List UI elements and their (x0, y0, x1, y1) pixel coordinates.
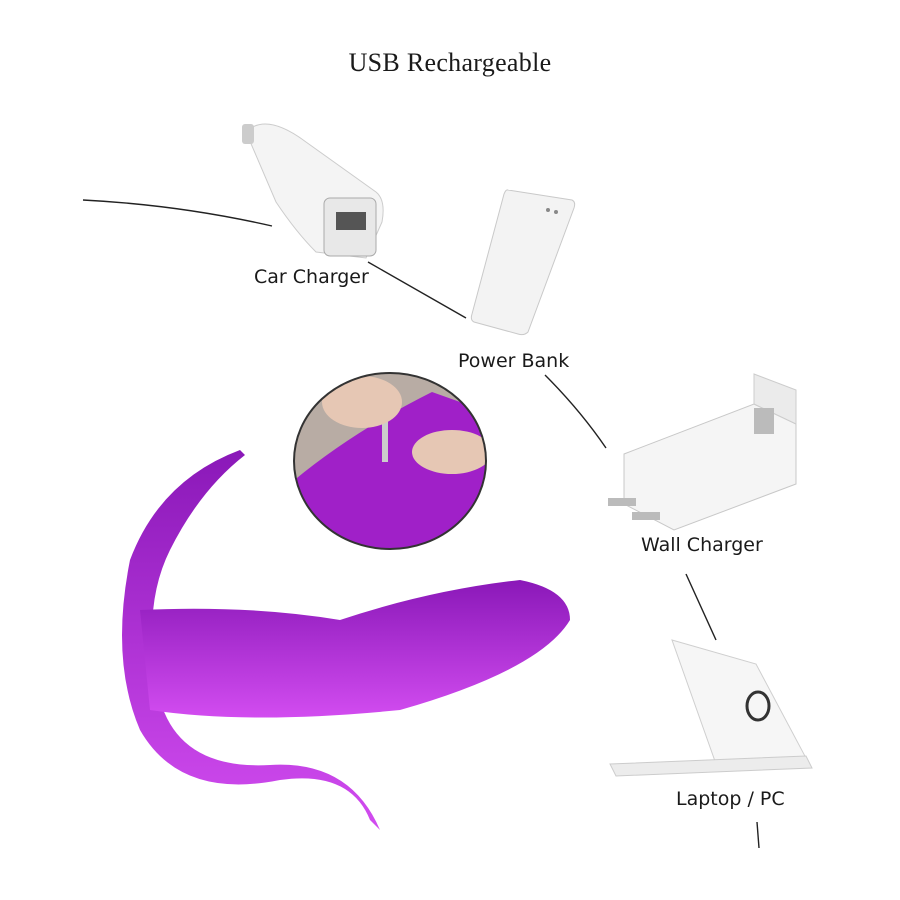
page-title: USB Rechargeable (348, 48, 552, 77)
product-device (100, 440, 580, 855)
power-bank-label: Power Bank (458, 350, 570, 372)
wall-charger-icon (604, 364, 804, 537)
laptop-label: Laptop / PC (676, 788, 785, 810)
power-bank-icon (468, 186, 578, 343)
wall-charger-label: Wall Charger (641, 534, 763, 556)
charging-closeup-inset (292, 372, 488, 555)
car-charger-label: Car Charger (254, 266, 369, 288)
laptop-icon (606, 630, 816, 785)
car-charger-icon (236, 112, 388, 267)
